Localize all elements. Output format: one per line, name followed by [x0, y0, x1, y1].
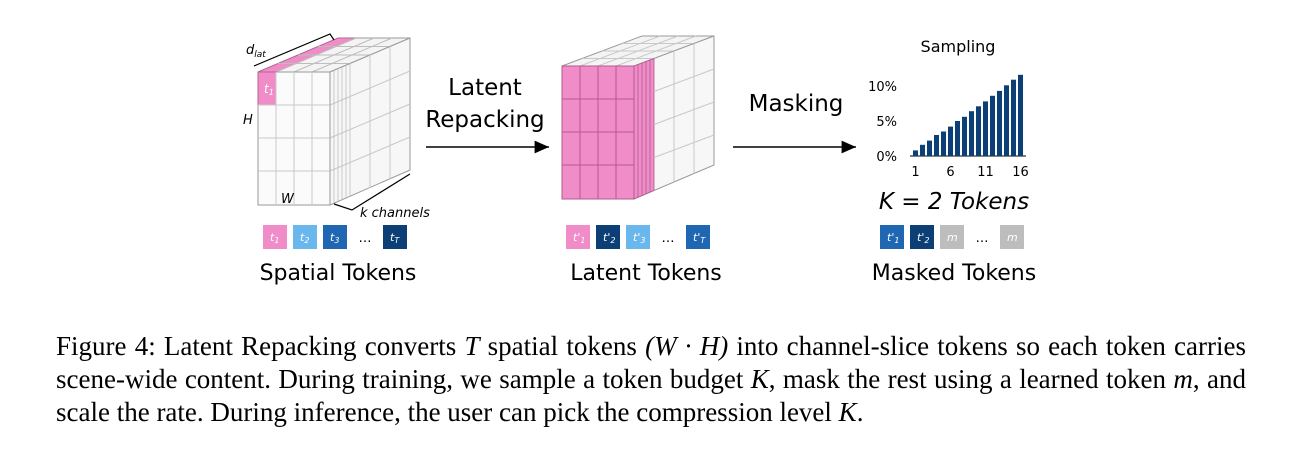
caption-text: into channel-slice tokens so each token …	[56, 331, 1246, 394]
chart-bar	[975, 106, 982, 156]
caption-text: .	[856, 397, 864, 427]
t1-cell-label: t1	[264, 82, 274, 97]
token-label: t'2	[917, 231, 929, 245]
chart-bar	[954, 121, 961, 156]
token-label: m	[1007, 231, 1018, 244]
token-2	[323, 225, 347, 249]
chart-bar	[968, 111, 975, 156]
repacking-label-line2: Repacking	[425, 107, 544, 133]
caption-math-m: m	[1173, 364, 1193, 394]
pink-side-slice	[633, 57, 655, 200]
chart-x-tick: 6	[946, 165, 954, 180]
figure-caption: Figure 4: Latent Repacking converts T sp…	[56, 330, 1246, 429]
caption-text: , mask the rest using a learned token	[768, 364, 1174, 394]
chart-x-tick: 11	[977, 165, 994, 180]
masking-label: Masking	[749, 91, 844, 117]
token-1	[910, 225, 934, 249]
w-label: W	[281, 192, 295, 207]
token-2	[940, 225, 964, 249]
token-0	[566, 225, 590, 249]
h-label: H	[243, 113, 253, 128]
chart-bar	[947, 126, 954, 156]
token-ellipsis: …	[359, 231, 372, 246]
token-ellipsis: …	[662, 231, 675, 246]
chart-bar	[982, 101, 989, 156]
caption-text: spatial tokens	[479, 331, 646, 361]
chart-y-tick: 0%	[876, 150, 897, 165]
latent-tokens-title: Latent Tokens	[570, 261, 722, 286]
chart-bar	[912, 150, 919, 156]
dlat-bracket	[253, 33, 335, 67]
chart-bar	[1010, 79, 1017, 156]
k-tokens-label: K = 2 Tokens	[879, 189, 1029, 215]
caption-math-k: K	[750, 364, 769, 394]
token-4	[1000, 225, 1024, 249]
token-label: t'3	[633, 231, 645, 245]
k-bracket	[333, 173, 411, 211]
token-1	[596, 225, 620, 249]
spatial-token-row: t1 t2 t3 … tT	[263, 225, 407, 249]
latent-cube	[561, 35, 715, 200]
token-label: t1	[270, 231, 279, 245]
chart-x-tick: 16	[1012, 165, 1029, 180]
caption-math-k: K	[838, 397, 857, 427]
dlat-label: dlat	[246, 43, 266, 60]
token-4	[686, 225, 710, 249]
token-4	[383, 225, 407, 249]
chart-bar	[933, 135, 940, 156]
latent-token-row: t'1 t'2 t'3 … t'T	[566, 225, 710, 249]
token-2	[626, 225, 650, 249]
caption-math-wh: (W · H)	[645, 331, 729, 361]
token-0	[880, 225, 904, 249]
spatial-cube	[253, 33, 411, 211]
caption-text: , and scale the rate. During inference, …	[56, 364, 1247, 427]
chart-bar	[940, 131, 947, 156]
masked-token-row: t'1 t'2 m … m	[880, 225, 1024, 249]
token-ellipsis: …	[976, 231, 989, 246]
chart-title: Sampling	[921, 37, 996, 56]
token-label: t2	[300, 231, 309, 245]
chart-bar	[961, 116, 968, 156]
spatial-tokens-title: Spatial Tokens	[260, 261, 417, 286]
token-label: t'1	[887, 231, 899, 245]
token-label: m	[947, 231, 958, 244]
token-1	[293, 225, 317, 249]
chart-bar	[1017, 74, 1024, 156]
chart-bar	[1003, 85, 1010, 156]
chart-bar	[996, 90, 1003, 156]
chart-bar	[989, 95, 996, 156]
token-label: tT	[390, 231, 400, 245]
figure-diagram: dlat t1 H W k channels t1 t2 t3 … tT Spatial…	[243, 33, 1036, 286]
token-0	[263, 225, 287, 249]
k-channels-label: k channels	[360, 206, 430, 221]
caption-text: Figure 4: Latent Repacking converts	[56, 331, 465, 361]
token-label: t'T	[693, 231, 706, 245]
token-label: t'1	[573, 231, 585, 245]
chart-y-tick: 5%	[876, 115, 897, 130]
repacking-label-line1: Latent	[448, 75, 522, 101]
caption-math-t: T	[464, 331, 480, 361]
chart-y-tick: 10%	[868, 80, 897, 95]
chart-bar	[926, 140, 933, 156]
chart-bar	[919, 144, 926, 156]
token-label: t3	[330, 231, 339, 245]
chart-x-tick: 1	[911, 165, 919, 180]
masked-tokens-title: Masked Tokens	[872, 261, 1036, 286]
token-label: t'2	[603, 231, 615, 245]
